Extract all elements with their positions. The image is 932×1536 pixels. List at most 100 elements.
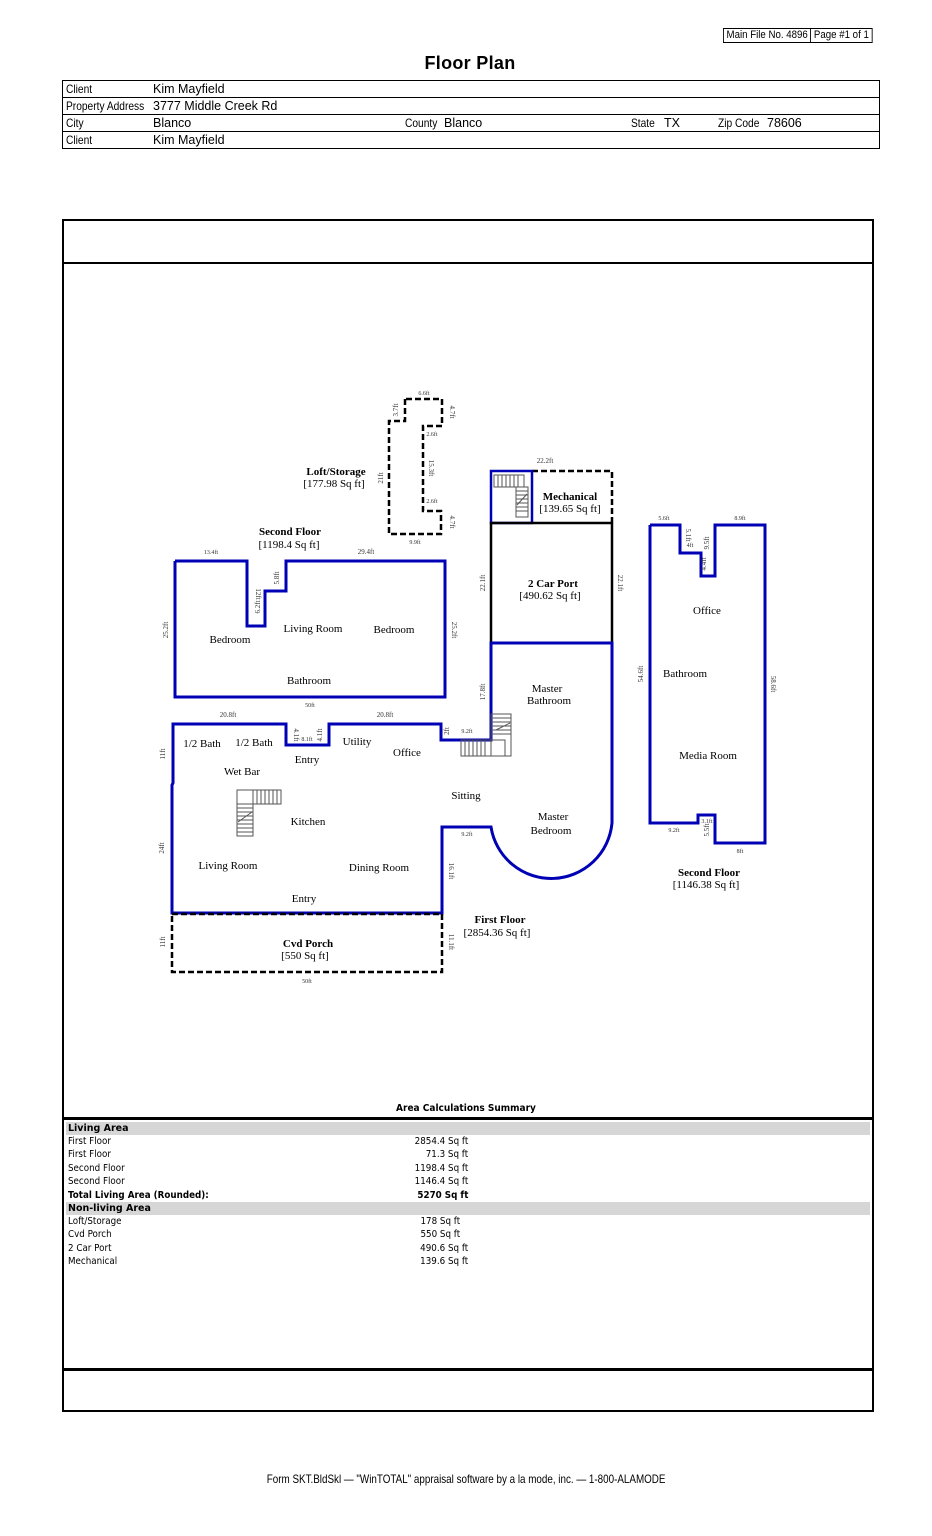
room-label: Entry xyxy=(295,754,320,766)
carport-area: [490.62 Sq ft] xyxy=(519,590,580,602)
dimension-label: 4.4ft xyxy=(700,557,708,570)
dimension-label: 4.7ft xyxy=(448,515,456,528)
room-label: Media Room xyxy=(679,750,737,762)
room-label: Office xyxy=(693,605,721,617)
main-file-number: Main File No. 4896 xyxy=(726,29,808,41)
second-floor-b-area: [1146.38 Sq ft] xyxy=(673,879,740,891)
sketch-frame xyxy=(62,219,874,1412)
client2-label: Client xyxy=(66,133,93,147)
dimension-label: 9.2ft xyxy=(668,827,679,834)
dimension-label: 22.1ft xyxy=(616,575,624,592)
city-label: City xyxy=(66,116,84,130)
dimension-label: 8ft xyxy=(737,848,744,855)
second-floor-a-area: [1198.4 Sq ft] xyxy=(258,539,319,551)
porch-area: [550 Sq ft] xyxy=(281,950,329,962)
second-floor-a-outline xyxy=(173,559,447,699)
room-label: Sitting xyxy=(451,790,481,802)
address-row: Property Address 3777 Middle Creek Rd xyxy=(63,97,879,114)
dimension-label: 8.9ft xyxy=(734,515,745,522)
client2-row: Client Kim Mayfield xyxy=(63,131,879,148)
mechanical-label: Mechanical xyxy=(543,491,597,503)
summary-divider xyxy=(64,1117,872,1120)
dimension-label: 25.2ft xyxy=(450,622,458,639)
address-value: 3777 Middle Creek Rd xyxy=(153,99,278,113)
dimension-label: 3.1ft xyxy=(701,818,712,825)
dimension-label: 6.2ft xyxy=(254,600,262,613)
dimension-label: 11ft xyxy=(159,936,167,947)
dimension-label: 5.5ft xyxy=(703,823,711,836)
total-living-row: Total Living Area (Rounded): 5270 Sq ft xyxy=(66,1189,870,1202)
first-floor-label: First Floor xyxy=(474,914,525,926)
city-value: Blanco xyxy=(153,116,192,130)
loft-label: Loft/Storage xyxy=(306,466,365,478)
form-footer: Form SKT.BldSkl — "WinTOTAL" appraisal s… xyxy=(266,1472,666,1486)
room-label: Entry xyxy=(292,893,317,905)
total-label: Total Living Area (Rounded): xyxy=(68,1189,209,1201)
dimension-label: 15.3ft xyxy=(427,460,435,477)
state-label: State xyxy=(631,116,655,130)
porch-outline xyxy=(170,912,444,974)
dimension-label: 21ft xyxy=(377,472,385,483)
dimension-label: 24ft xyxy=(158,842,166,853)
zip-label: Zip Code xyxy=(718,116,760,130)
dimension-label: 2.6ft xyxy=(426,431,437,438)
county-value: Blanco xyxy=(444,116,483,130)
room-label: Bedroom xyxy=(531,825,572,837)
room-label: Office xyxy=(393,747,421,759)
dimension-label: 9.5ft xyxy=(703,536,711,549)
city-row: City Blanco County Blanco State TX Zip C… xyxy=(63,114,879,131)
mechanical-area: [139.65 Sq ft] xyxy=(539,503,600,515)
summary-title: Area Calculations Summary xyxy=(396,1103,536,1114)
total-value: 5270 Sq ft xyxy=(417,1189,468,1201)
dimension-label: 9.2ft xyxy=(461,728,472,735)
dimension-label: 8.1ft xyxy=(301,736,312,743)
room-label: Master xyxy=(538,811,569,823)
client2-value: Kim Mayfield xyxy=(153,133,225,147)
second-floor-b-label: Second Floor xyxy=(678,867,740,879)
dimension-label: 4.1ft xyxy=(316,728,324,741)
dimension-label: 3.7ft xyxy=(392,403,400,416)
dimension-label: 9.2ft xyxy=(461,831,472,838)
dimension-label: 20.8ft xyxy=(220,711,237,719)
page-title: Floor Plan xyxy=(424,53,516,73)
dimension-label: 2.6ft xyxy=(426,498,437,505)
dimension-label: 2ft xyxy=(443,727,451,735)
room-label: Bathroom xyxy=(527,695,571,707)
floor-plan-drawing: Loft/Storage Mechanical 2 Car Port Secon… xyxy=(158,390,777,985)
room-label: Living Room xyxy=(199,860,258,872)
dimension-label: 6.6ft xyxy=(418,390,429,397)
dimension-label: 5.8ft xyxy=(273,571,281,584)
dimension-label: 11ft xyxy=(159,748,167,759)
sketch-header-bar xyxy=(64,221,872,264)
room-label: Bedroom xyxy=(374,624,415,636)
dimension-label: 29.4ft xyxy=(358,548,375,556)
nonliving-area-header: Non-living Area xyxy=(66,1201,870,1215)
dimension-label: 20.8ft xyxy=(377,711,394,719)
porch-label: Cvd Porch xyxy=(283,938,333,950)
dimension-label: 50ft xyxy=(305,702,315,709)
dimension-label: 25.2ft xyxy=(162,622,170,639)
room-label: Bedroom xyxy=(210,634,251,646)
dimension-label: 12ft xyxy=(254,588,262,599)
dimension-label: 5.6ft xyxy=(658,515,669,522)
dimension-label: 50ft xyxy=(302,978,312,985)
second-floor-a-label: Second Floor xyxy=(259,526,321,538)
state-value: TX xyxy=(664,116,680,130)
dimension-label: 9.9ft xyxy=(409,539,420,546)
stair-box-carport xyxy=(489,469,534,525)
page-number: Page #1 of 1 xyxy=(810,29,871,42)
dimension-label: 16.1ft xyxy=(447,863,455,880)
dimension-label: 4.1ft xyxy=(292,728,300,741)
dimension-label: 58.6ft xyxy=(769,676,777,693)
dimension-label: 54.6ft xyxy=(637,666,645,683)
room-label: Bathroom xyxy=(663,668,707,680)
dimension-label: 22.1ft xyxy=(479,575,487,592)
client-label: Client xyxy=(66,82,93,96)
